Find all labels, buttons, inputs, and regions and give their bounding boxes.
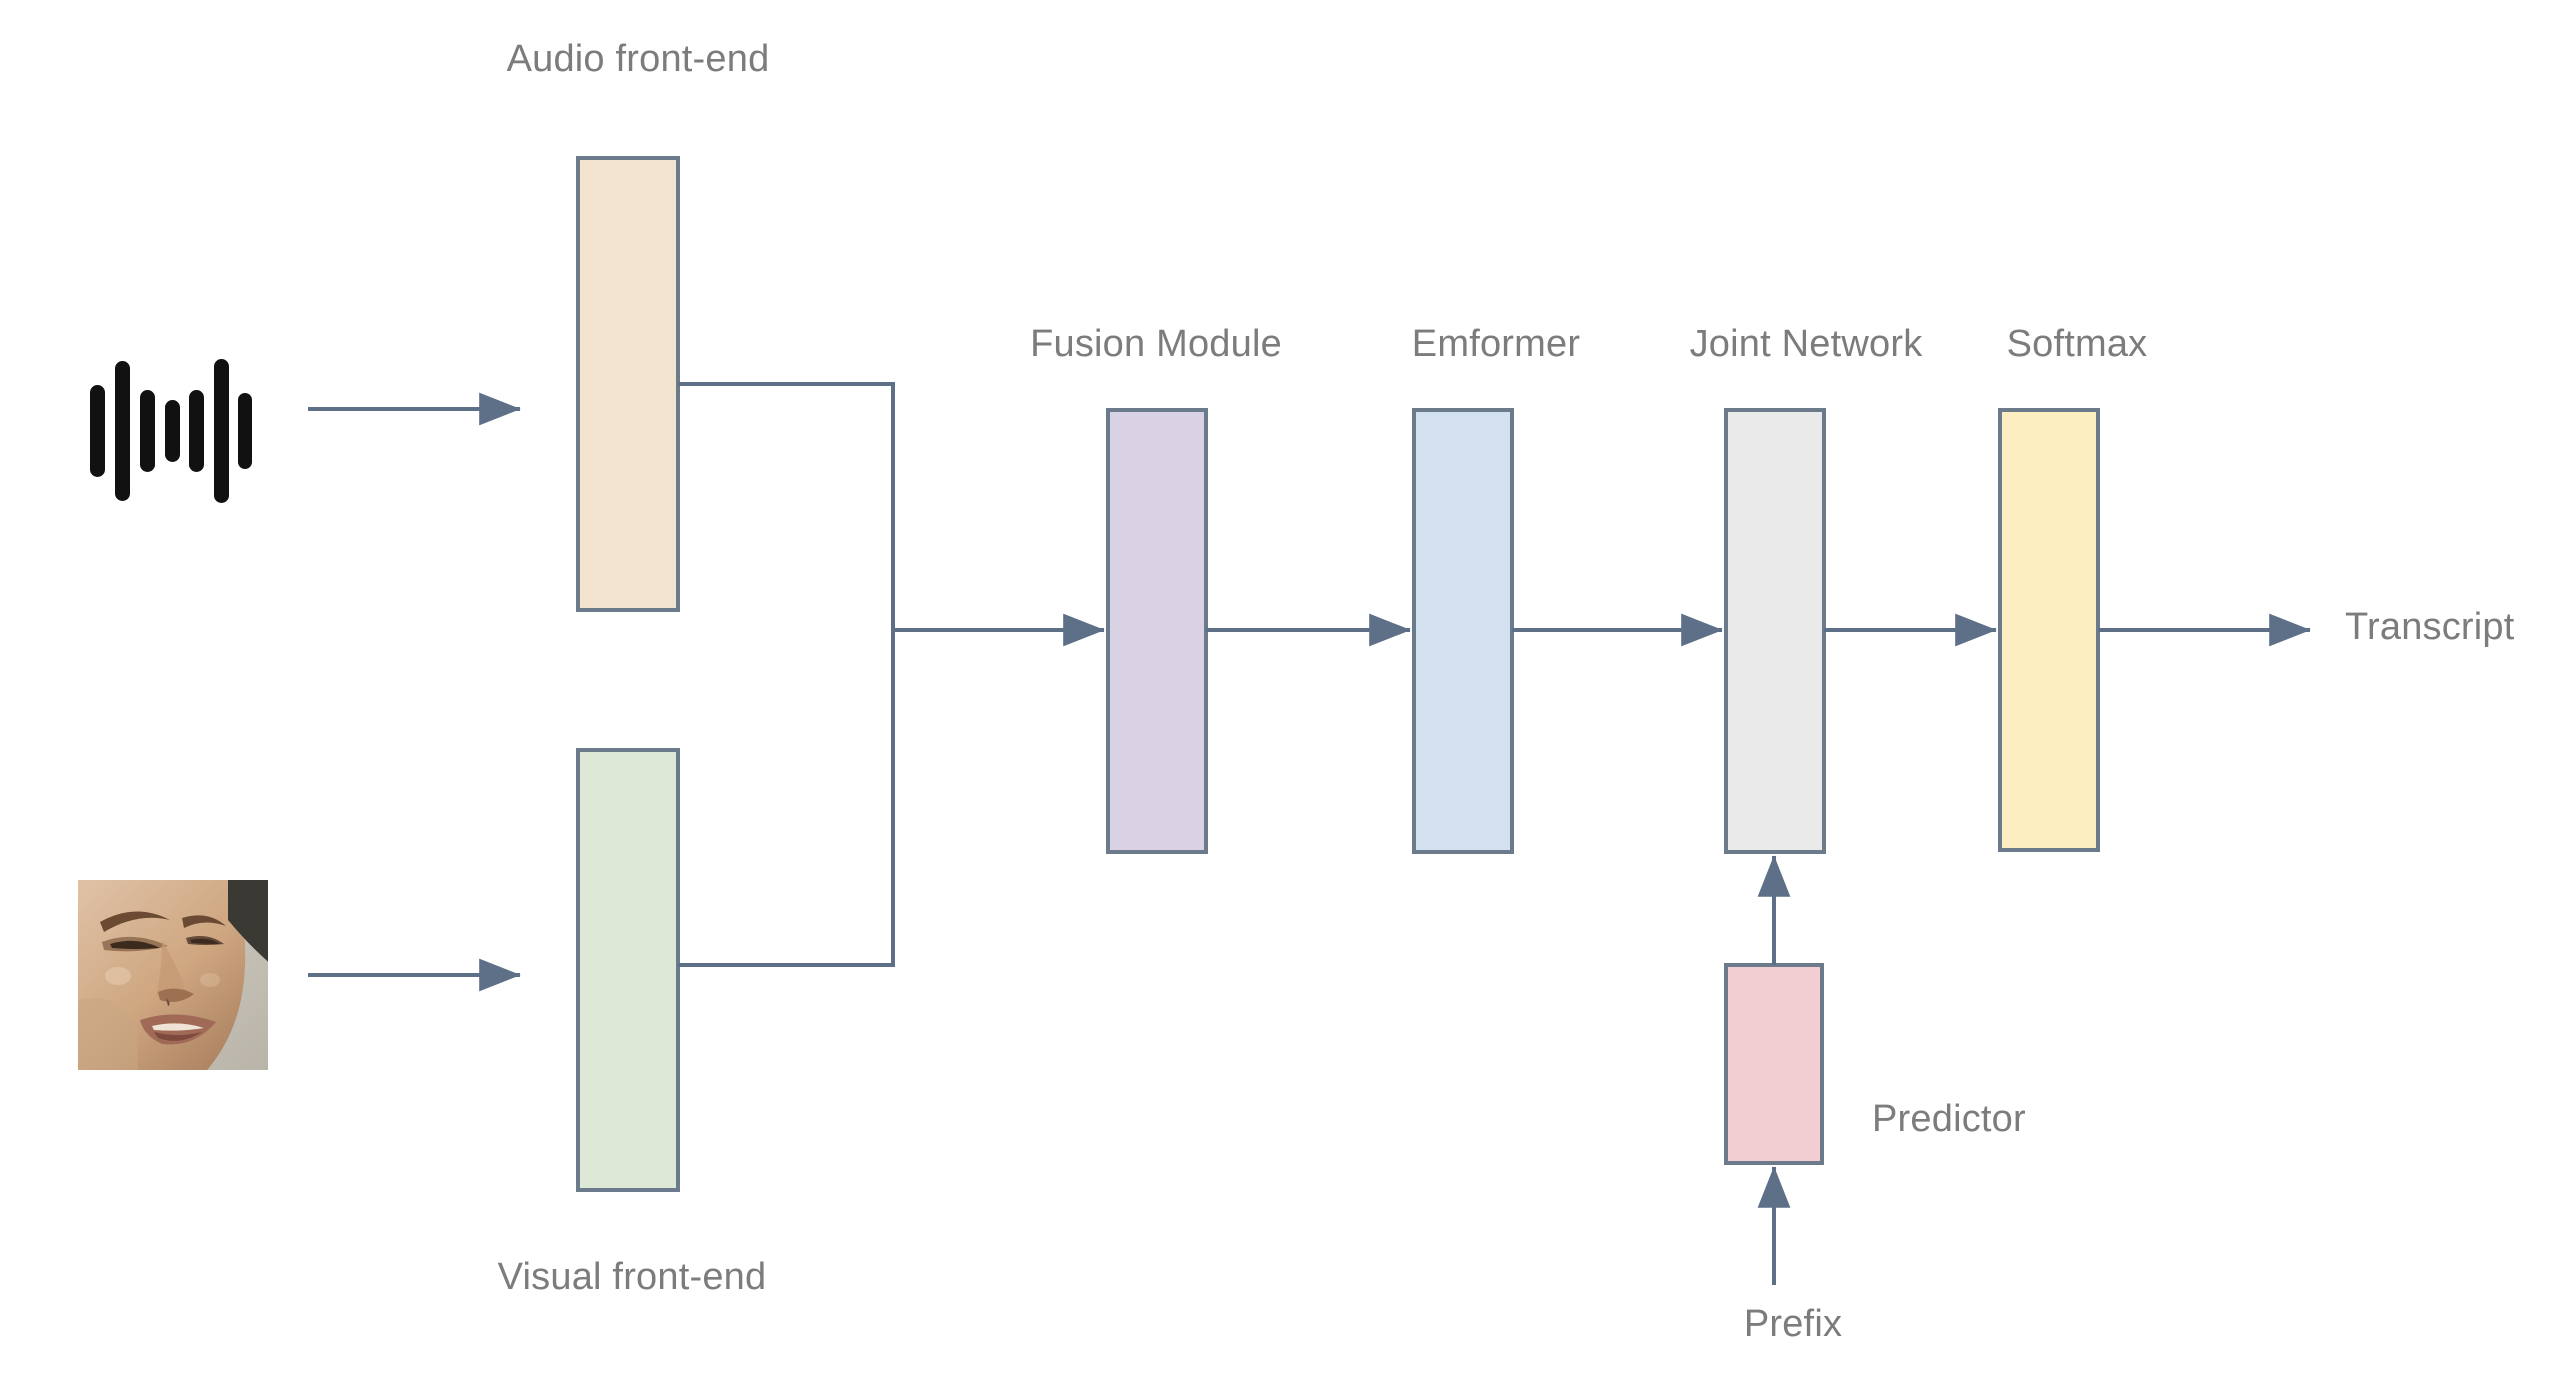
audio-merge-line	[678, 382, 895, 630]
predictor-label: Predictor	[1872, 1098, 2026, 1140]
emformer-label: Emformer	[1411, 323, 1581, 365]
audio-waveform-icon	[78, 345, 258, 515]
audio-frontend-block[interactable]	[576, 156, 680, 612]
transcript-label: Transcript	[2345, 606, 2515, 648]
joint-network-block[interactable]	[1724, 408, 1826, 854]
prefix-label: Prefix	[1743, 1303, 1843, 1345]
emformer-block[interactable]	[1412, 408, 1514, 854]
fusion-module-block[interactable]	[1106, 408, 1208, 854]
softmax-label: Softmax	[2006, 323, 2148, 365]
softmax-block[interactable]	[1998, 408, 2100, 852]
face-frame-image	[78, 880, 268, 1070]
fusion-module-label: Fusion Module	[1030, 323, 1282, 365]
visual-frontend-label: Visual front-end	[497, 1256, 767, 1298]
joint-network-label: Joint Network	[1689, 323, 1923, 365]
audio-frontend-label: Audio front-end	[506, 38, 770, 80]
predictor-block[interactable]	[1724, 963, 1824, 1165]
visual-frontend-block[interactable]	[576, 748, 680, 1192]
visual-merge-line	[678, 630, 895, 967]
